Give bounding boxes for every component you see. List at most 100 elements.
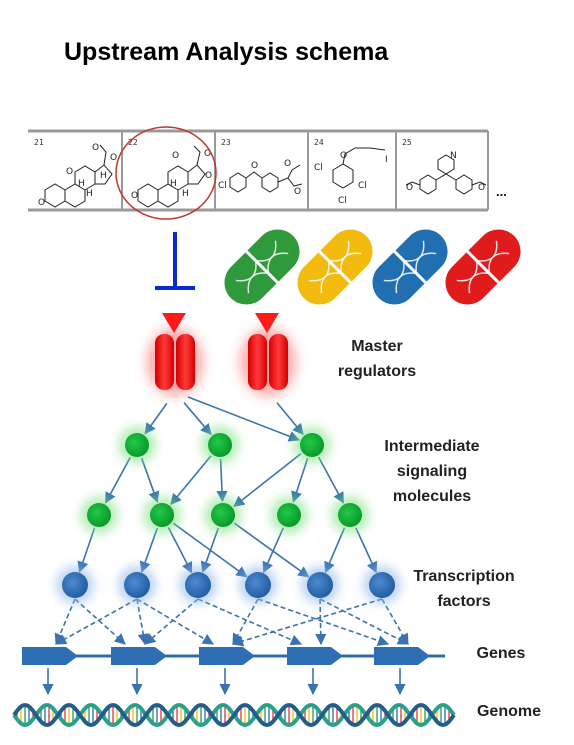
signaling-arrow (216, 458, 228, 503)
compound-21: 21 O O O H H H O (34, 138, 117, 208)
compound-23: 23 O O Cl O (218, 138, 303, 197)
atom-label: O (294, 187, 301, 197)
signaling-arrow (140, 457, 160, 503)
dashed-regulation-arrow (55, 598, 138, 645)
target-arrowhead (255, 313, 279, 333)
label-intermediate-signaling: Intermediate signaling molecules (372, 434, 492, 509)
signaling-arrow (262, 527, 285, 574)
drug-capsules (224, 229, 521, 305)
label-line: regulators (337, 363, 417, 380)
gene-block (287, 647, 343, 665)
dashed-regulation-arrow (257, 598, 390, 646)
transcription-factor-node (307, 572, 333, 598)
network-edges (42, 396, 409, 696)
dashed-regulation-arrow (144, 598, 199, 645)
label-line: signaling (396, 463, 468, 480)
atom-label: O (92, 143, 99, 153)
transcription-factor-node (62, 572, 88, 598)
dna-strand (12, 703, 456, 727)
signaling-arrow (200, 527, 220, 573)
signaling-arrow (355, 527, 378, 574)
label-line: factors (437, 593, 491, 610)
signaling-molecule-node (208, 433, 232, 457)
atom-label: O (406, 183, 413, 193)
atom-label: Cl (314, 163, 323, 173)
signaling-molecule-node (277, 503, 301, 527)
label-line: Transcription (413, 568, 515, 585)
signaling-arrow (233, 453, 302, 508)
signaling-arrow (276, 402, 304, 436)
atom-label: I (385, 155, 388, 165)
signaling-arrow (324, 527, 346, 574)
atom-label: O (131, 191, 138, 201)
target-arrowhead (162, 313, 186, 333)
label-genes: Genes (476, 645, 526, 662)
atom-label: O (284, 159, 291, 169)
label-genome: Genome (476, 703, 541, 720)
dashed-regulation-arrow (136, 598, 149, 646)
atom-label: H (182, 189, 189, 199)
signaling-arrow (183, 402, 212, 436)
transcription-factor-node (185, 572, 211, 598)
signaling-molecule-node (338, 503, 362, 527)
genome-helix (12, 703, 456, 727)
dashed-regulation-arrow (54, 598, 76, 646)
more-compounds-ellipsis: ... (496, 184, 507, 199)
gene-block (22, 647, 78, 665)
atom-label: O (38, 198, 45, 208)
label-transcription-factors: Transcription factors (404, 564, 524, 614)
compound-number: 23 (221, 138, 231, 147)
atom-label: N (450, 151, 457, 161)
dashed-regulation-arrow (381, 598, 409, 645)
atom-label: O (251, 161, 258, 171)
dashed-regulation-arrow (319, 598, 409, 645)
label-line: Intermediate (384, 438, 480, 455)
atom-label: H (86, 189, 93, 199)
compound-number: 21 (34, 138, 44, 147)
signaling-arrow (167, 527, 193, 574)
inhibitor-symbol (155, 232, 195, 290)
dashed-regulation-arrow (74, 598, 126, 645)
atom-label: Cl (218, 181, 227, 191)
highlight-circle (115, 126, 217, 220)
compound-strip (28, 129, 489, 212)
signaling-arrow (187, 396, 300, 442)
atom-label: O (478, 183, 485, 193)
atom-label: O (172, 151, 179, 161)
atom-label: O (340, 151, 347, 161)
atom-label: H (100, 171, 107, 181)
diagram-title: Upstream Analysis schema (64, 38, 389, 66)
signaling-arrow (233, 522, 310, 578)
signaling-arrow (144, 402, 168, 435)
drug-capsule (445, 229, 521, 305)
gene-block (199, 647, 255, 665)
label-line: molecules (392, 488, 472, 505)
genes-track (22, 647, 445, 665)
signaling-arrow (104, 456, 132, 504)
compound-25: 25 N O O (402, 138, 487, 195)
atom-label: O (204, 149, 211, 159)
network-nodes (56, 426, 401, 604)
master-regulator-2 (240, 313, 296, 396)
compound-24: 24 O I Cl Cl Cl (314, 138, 388, 206)
signaling-arrow (317, 456, 345, 504)
signaling-molecule-node (300, 433, 324, 457)
signaling-molecule-node (87, 503, 111, 527)
label-line: Master (351, 338, 403, 355)
atom-label: H (170, 179, 177, 189)
atom-label: H (78, 179, 85, 189)
dashed-regulation-arrow (136, 598, 214, 645)
dashed-regulation-arrow (232, 598, 259, 645)
compound-number: 25 (402, 138, 412, 147)
signaling-arrow (77, 527, 96, 573)
atom-label: Cl (338, 196, 347, 206)
atom-label: O (66, 167, 73, 177)
compound-number: 24 (314, 138, 324, 147)
master-regulators (147, 313, 296, 396)
compound-22: 22 O O O H H O (128, 138, 212, 208)
dashed-regulation-arrow (197, 598, 303, 646)
atom-label: O (110, 153, 117, 163)
transcription-factor-node (245, 572, 271, 598)
signaling-arrow (139, 527, 159, 573)
